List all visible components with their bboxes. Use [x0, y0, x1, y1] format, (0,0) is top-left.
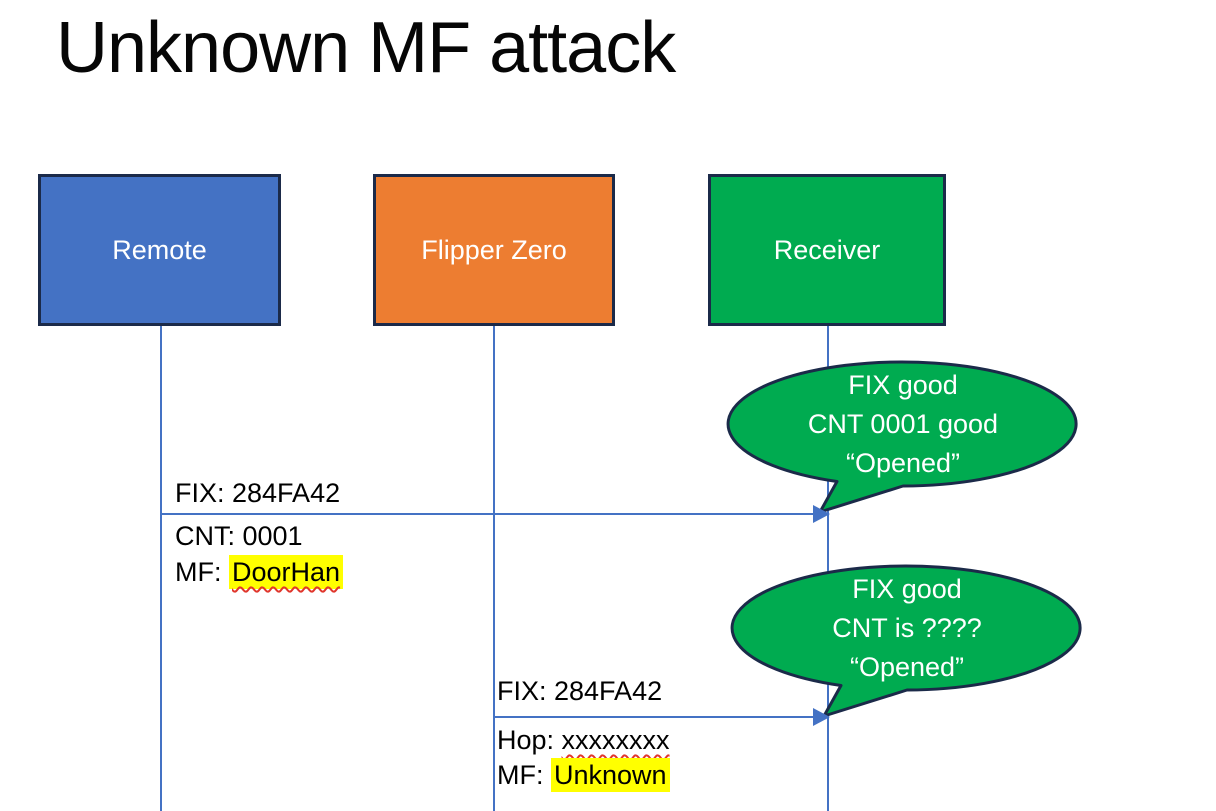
message2-mf-prefix: MF:	[497, 760, 551, 790]
message1-mf-label: MF: DoorHan	[175, 555, 344, 589]
lifeline-flipper-zero	[493, 326, 495, 811]
actor-receiver-label: Receiver	[773, 234, 881, 265]
speech-bubble-icon	[726, 360, 1078, 514]
message2-fix-label: FIX: 284FA42	[497, 676, 663, 706]
callout-line: CNT 0001 good	[807, 409, 999, 439]
slide-title: Unknown MF attack	[56, 8, 676, 88]
message2-hop-prefix: Hop:	[497, 725, 562, 755]
message1-mf-value-highlighted: DoorHan	[229, 555, 344, 589]
message-line-flipper-to-receiver	[495, 716, 814, 718]
actor-box-remote: Remote	[38, 174, 281, 326]
actor-box-flipper-zero: Flipper Zero	[373, 174, 615, 326]
arrowhead-icon	[813, 708, 830, 726]
actor-remote-label: Remote	[112, 234, 207, 265]
callout-second-text: FIX good CNT is ???? “Opened”	[737, 570, 1077, 687]
callout-first-text: FIX good CNT 0001 good “Opened”	[733, 366, 1073, 483]
message2-mf-label: MF: Unknown	[497, 758, 670, 792]
callout-line: FIX good	[848, 370, 958, 400]
actor-flipper-zero-label: Flipper Zero	[421, 234, 567, 265]
lifeline-receiver	[827, 326, 829, 811]
callout-receiver-second: FIX good CNT is ???? “Opened”	[727, 564, 1087, 726]
message2-mf-value-highlighted: Unknown	[551, 758, 670, 792]
callout-receiver-first: FIX good CNT 0001 good “Opened”	[723, 360, 1083, 522]
actor-box-receiver: Receiver	[708, 174, 946, 326]
message-line-remote-to-receiver	[162, 513, 814, 515]
message1-cnt-label: CNT: 0001	[175, 521, 303, 551]
callout-line: “Opened”	[845, 448, 961, 478]
lifeline-remote	[160, 326, 162, 811]
message1-fix-label: FIX: 284FA42	[175, 478, 341, 508]
message1-mf-prefix: MF:	[175, 557, 229, 587]
callout-line: “Opened”	[849, 652, 965, 682]
message2-hop-label: Hop: xxxxxxxx	[497, 725, 670, 756]
message2-hop-value-misspelled: xxxxxxxx	[561, 725, 670, 755]
arrowhead-icon	[813, 505, 830, 523]
speech-bubble-icon	[730, 564, 1082, 718]
callout-line: CNT is ????	[832, 613, 982, 643]
callout-line: FIX good	[852, 574, 962, 604]
